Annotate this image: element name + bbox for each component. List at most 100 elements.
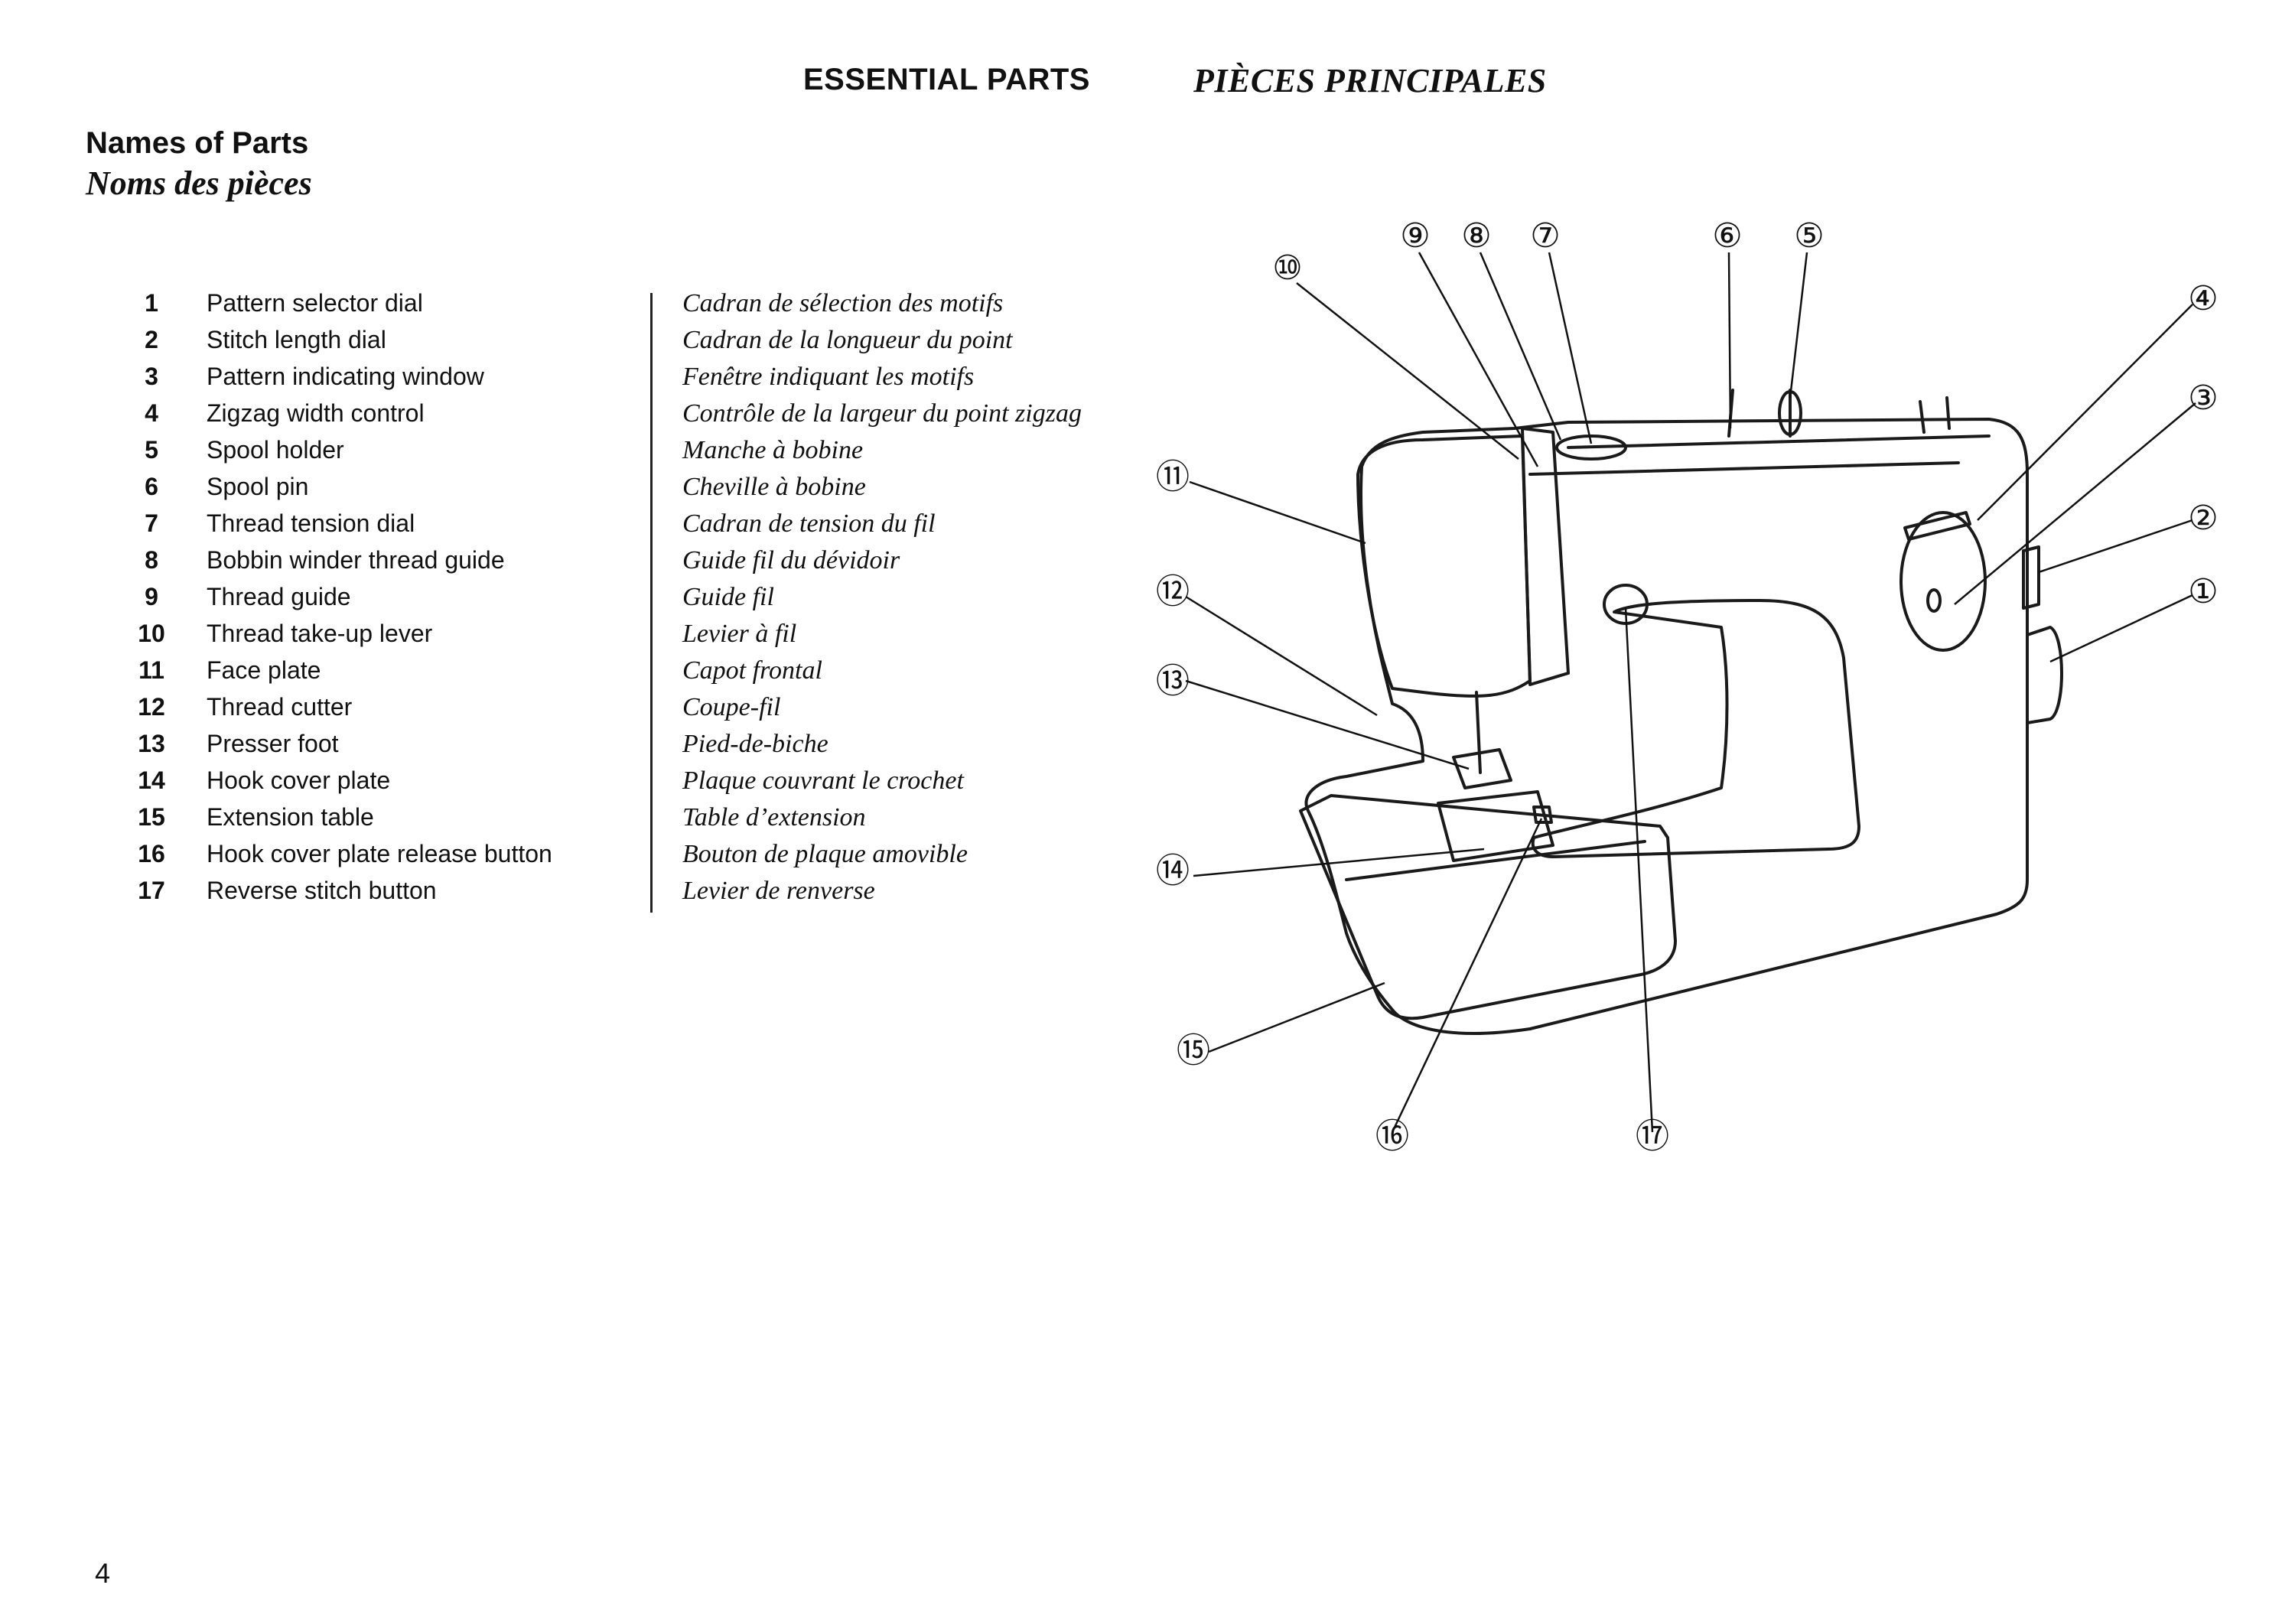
part-number: 15 [138,803,165,831]
parts-list-item: 13 Presser foot Pied-de-biche [0,730,1148,766]
callout-3: ③ [2188,379,2218,417]
callout-10: ⑩ [1272,249,1302,287]
needle-bar [1475,691,1482,774]
part-number: 9 [145,583,158,610]
parts-list-item: 4 Zigzag width control Contrôle de la la… [0,399,1148,436]
part-name-english: Thread cutter [207,693,353,721]
part-name-english: Spool holder [207,436,344,464]
callout-17: ⑰ [1636,1118,1669,1155]
leader-line-7 [1548,252,1593,444]
part-name-english: Stitch length dial [207,326,386,353]
part-name-english: Reverse stitch button [207,877,437,904]
callout-4: ④ [2188,280,2218,317]
section-title-french: Noms des pièces [86,164,312,202]
part-name-english: Thread guide [207,583,351,610]
machine-body-outline [1304,418,2029,1035]
part-name-english: Pattern selector dial [207,289,423,317]
part-number: 2 [145,326,158,353]
presser-foot-outline [1452,748,1512,789]
parts-list-item: 9 Thread guide Guide fil [0,583,1148,620]
part-name-french: Levier de renverse [682,877,875,905]
callout-13: ⑬ [1156,662,1190,700]
part-name-french: Fenêtre indiquant les motifs [682,363,975,391]
part-name-french: Cadran de la longueur du point [682,326,1013,354]
zigzag-width-control [1903,511,1971,541]
leader-line-12 [1185,595,1378,717]
page-number: 4 [95,1557,111,1589]
parts-list-item: 6 Spool pin Cheville à bobine [0,473,1148,509]
callout-15: ⑮ [1177,1032,1210,1069]
take-up-lever-housing [1521,427,1570,686]
part-name-french: Guide fil [682,583,774,611]
extension-table-inner-line [1345,840,1646,881]
part-name-english: Thread take-up lever [207,620,433,647]
face-plate-outline [1356,434,1532,698]
leader-line-6 [1727,252,1732,429]
header-title-english: ESSENTIAL PARTS [803,63,1090,96]
machine-top-line-2 [1528,461,1960,476]
leader-line-16 [1391,818,1543,1133]
callout-11: ⑪ [1156,458,1190,496]
parts-list-item: 17 Reverse stitch button Levier de renve… [0,877,1148,913]
parts-list-item: 14 Hook cover plate Plaque couvrant le c… [0,766,1148,803]
leader-lines [1185,252,2196,1133]
parts-list-item: 2 Stitch length dial Cadran de la longue… [0,326,1148,363]
section-title-english: Names of Parts [86,126,309,160]
part-number: 17 [138,877,165,904]
parts-list-item: 5 Spool holder Manche à bobine [0,436,1148,473]
part-name-french: Table d’extension [682,803,866,832]
part-name-french: Pied-de-biche [682,730,828,758]
part-name-french: Cadran de sélection des motifs [682,289,1004,317]
part-name-english: Extension table [207,803,374,831]
callout-12: ⑫ [1156,573,1190,610]
part-number: 1 [145,289,158,317]
hook-cover-plate [1437,790,1554,862]
callout-5: ⑤ [1794,217,1824,255]
pattern-window [1899,511,1987,652]
leader-line-5 [1789,252,1808,399]
parts-list-item: 16 Hook cover plate release button Bouto… [0,840,1148,877]
part-name-english: Face plate [207,656,321,684]
part-name-english: Zigzag width control [207,399,425,427]
stitch-length-dial [2022,545,2040,610]
spool-post [1919,396,1951,434]
part-name-english: Hook cover plate release button [207,840,552,867]
part-number: 8 [145,546,158,574]
part-name-english: Bobbin winder thread guide [207,546,505,574]
sewing-machine-diagram: ⑨ ⑧ ⑦ ⑥ ⑤ ⑩ ④ ③ ② ① ⑪ ⑫ ⑬ ⑭ ⑮ ⑯ ⑰ [1156,217,2218,1155]
part-number: 7 [145,509,158,537]
part-name-french: Cheville à bobine [682,473,866,501]
callout-1: ① [2188,573,2218,610]
callout-14: ⑭ [1156,852,1190,890]
part-name-french: Guide fil du dévidoir [682,546,900,574]
tension-dial [1555,434,1627,461]
leader-line-13 [1185,679,1470,770]
callout-2: ② [2188,500,2218,537]
header-title-french: PIÈCES PRINCIPALES [1193,62,1547,99]
part-name-french: Contrôle de la largeur du point zigzag [682,399,1082,428]
part-name-english: Presser foot [207,730,339,757]
leader-line-10 [1296,282,1519,460]
machine-top-line [1567,434,1991,449]
part-number: 11 [138,656,164,684]
parts-list-item: 15 Extension table Table d’extension [0,803,1148,840]
part-number: 13 [138,730,165,757]
leader-line-8 [1479,252,1562,441]
callout-16: ⑯ [1375,1118,1409,1155]
part-number: 5 [145,436,158,464]
parts-list-item: 1 Pattern selector dial Cadran de sélect… [0,289,1148,326]
part-name-french: Capot frontal [682,656,822,685]
parts-list-item: 10 Thread take-up lever Levier à fil [0,620,1148,656]
part-number: 12 [138,693,165,721]
part-number: 10 [138,620,165,647]
leader-line-9 [1418,252,1539,467]
part-number: 6 [145,473,158,500]
leader-line-4 [1977,304,2193,521]
part-name-english: Spool pin [207,473,309,500]
leader-line-3 [1954,402,2196,605]
part-number: 3 [145,363,158,390]
part-name-french: Plaque couvrant le crochet [682,766,964,795]
column-divider [650,293,653,913]
part-number: 4 [145,399,158,427]
parts-list-item: 3 Pattern indicating window Fenêtre indi… [0,363,1148,399]
